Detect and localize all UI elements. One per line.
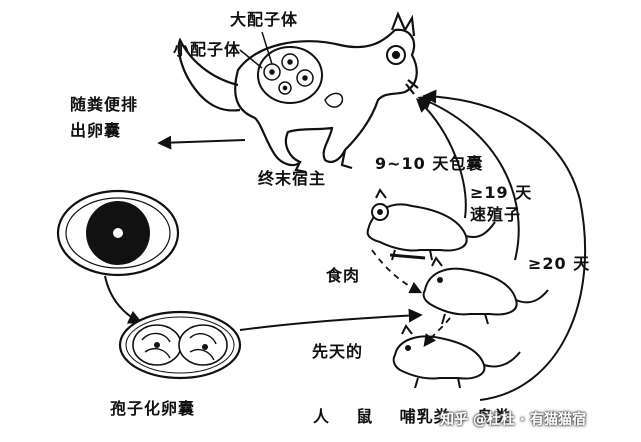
label-20-days: ≥20 天 [528, 250, 590, 274]
excretion-arrow [160, 140, 245, 143]
label-microgametocyte: 小配子体 [173, 36, 241, 60]
label-cyst-days: 9~10 天包囊 [375, 150, 483, 174]
label-carnivory: 食肉 [326, 262, 360, 286]
infection-arrow [240, 315, 420, 330]
sporulation-arrow [105, 276, 140, 322]
label-tachyzoite-days: ≥19 天 速殖子 [470, 182, 532, 226]
label-congenital: 先天的 [312, 338, 363, 362]
unsporulated-oocyst [58, 191, 178, 275]
label-macrogametocyte: 大配子体 [230, 6, 298, 30]
mouse-congenital [394, 326, 520, 388]
label-sporulated-oocyst: 孢子化卵囊 [110, 395, 195, 419]
food-rod [390, 255, 425, 258]
sporulated-oocyst [120, 312, 240, 378]
label-excretion: 随粪便排 出卵囊 [70, 92, 138, 144]
watermark: 知乎 @杜杜 · 有猫猫宿 [440, 409, 586, 429]
label-definitive-host: 终末宿主 [258, 165, 326, 189]
